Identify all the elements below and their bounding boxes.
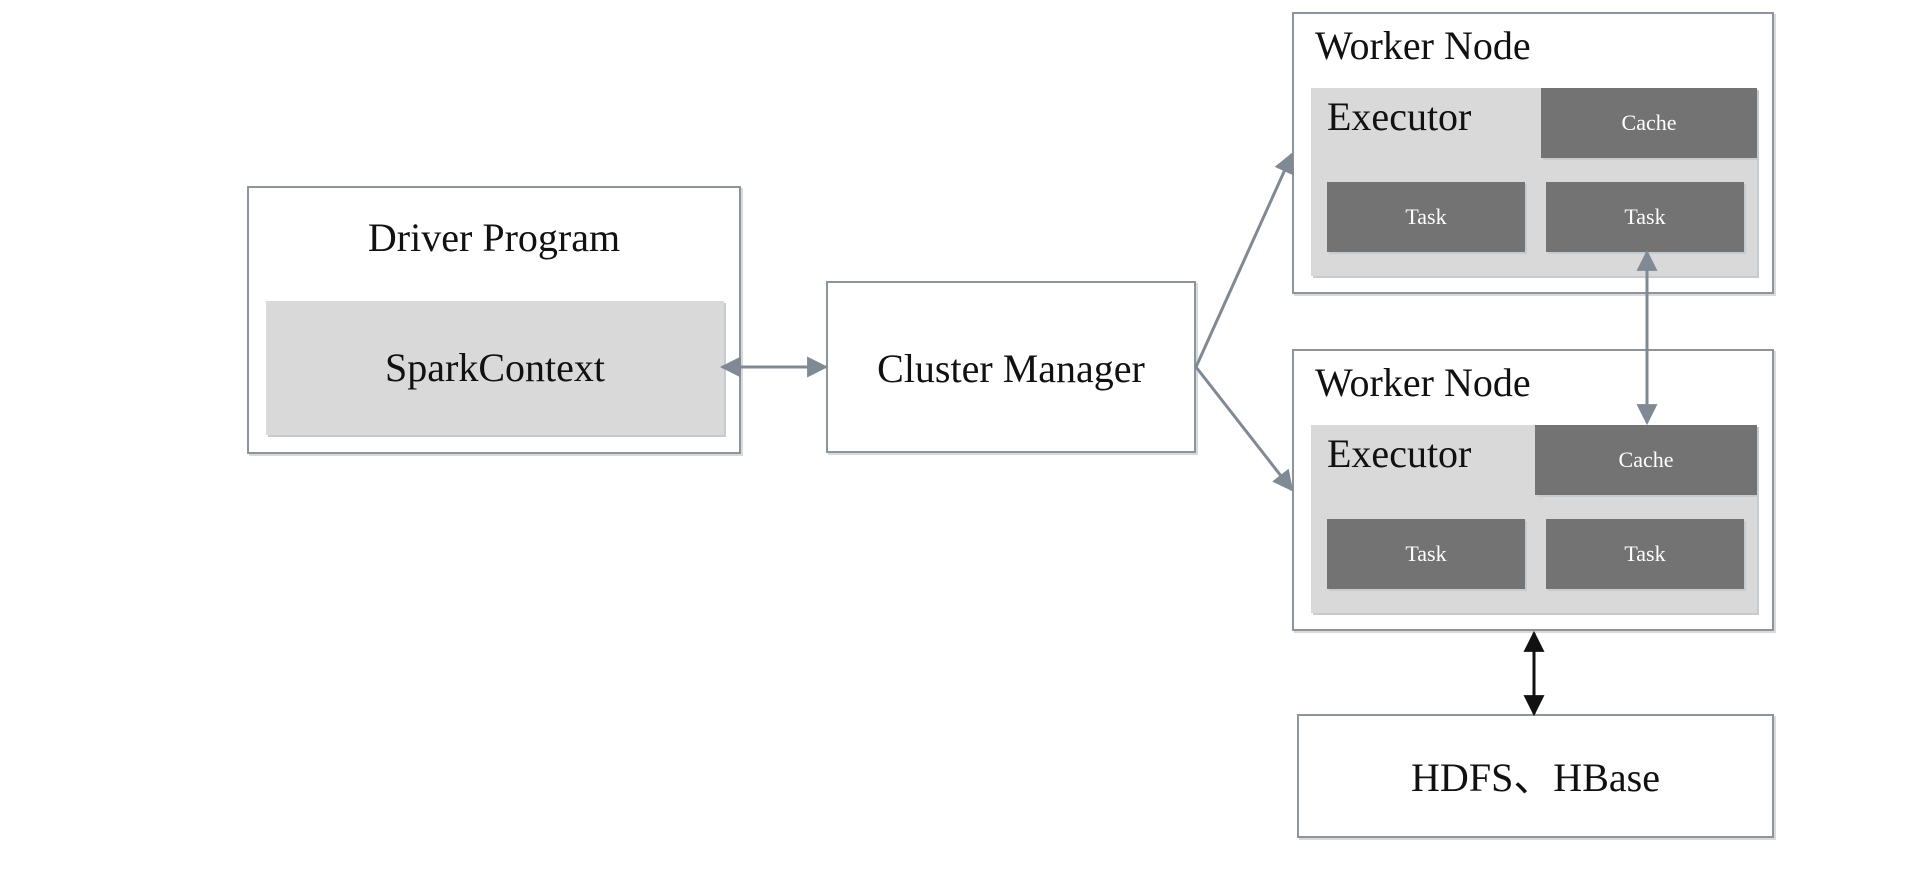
worker-node-1: Worker Node Executor Cache Task Task (1292, 12, 1774, 294)
executor-1-box: Executor Cache Task Task (1311, 88, 1757, 276)
storage-label: HDFS、HBase (1411, 755, 1660, 800)
cache-2-box: Cache (1535, 425, 1757, 495)
worker-node-2: Worker Node Executor Cache Task Task (1292, 349, 1774, 631)
task-2b-box: Task (1546, 519, 1744, 589)
cluster-worker1-arrow (1194, 152, 1294, 368)
task-1b-box: Task (1546, 182, 1744, 252)
worker-node-2-title: Worker Node (1315, 360, 1531, 405)
cluster-manager-box: Cluster Manager (826, 281, 1196, 453)
cluster-worker2-arrow (1194, 366, 1294, 492)
executor-2-label: Executor (1327, 431, 1472, 476)
worker-node-1-title: Worker Node (1315, 23, 1531, 68)
spark-context-box: SparkContext (266, 301, 724, 435)
driver-program-box: Driver Program SparkContext (247, 186, 741, 454)
task-1a-box: Task (1327, 182, 1525, 252)
task-2a-box: Task (1327, 519, 1525, 589)
executor-2-box: Executor Cache Task Task (1311, 425, 1757, 613)
executor-1-label: Executor (1327, 94, 1472, 139)
spark-context-label: SparkContext (385, 345, 605, 390)
storage-box: HDFS、HBase (1297, 714, 1774, 838)
cluster-manager-label: Cluster Manager (877, 346, 1145, 391)
driver-program-title: Driver Program (367, 215, 621, 260)
cache-1-box: Cache (1541, 88, 1757, 158)
